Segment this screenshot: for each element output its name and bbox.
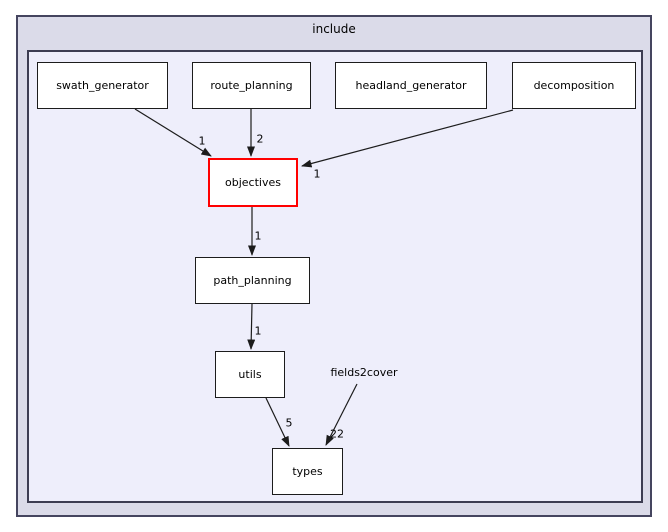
node-headland-generator[interactable]: headland_generator bbox=[335, 62, 487, 109]
node-utils[interactable]: utils bbox=[215, 351, 285, 398]
node-swath-generator[interactable]: swath_generator bbox=[37, 62, 168, 109]
cluster-include-title: include bbox=[312, 22, 356, 36]
cluster-include-inner bbox=[27, 50, 643, 503]
node-types[interactable]: types bbox=[272, 448, 343, 495]
node-route-planning[interactable]: route_planning bbox=[192, 62, 311, 109]
node-path-planning[interactable]: path_planning bbox=[195, 257, 310, 304]
node-objectives[interactable]: objectives bbox=[208, 158, 298, 207]
node-fields2cover[interactable]: fields2cover bbox=[330, 365, 398, 379]
node-decomposition[interactable]: decomposition bbox=[512, 62, 636, 109]
